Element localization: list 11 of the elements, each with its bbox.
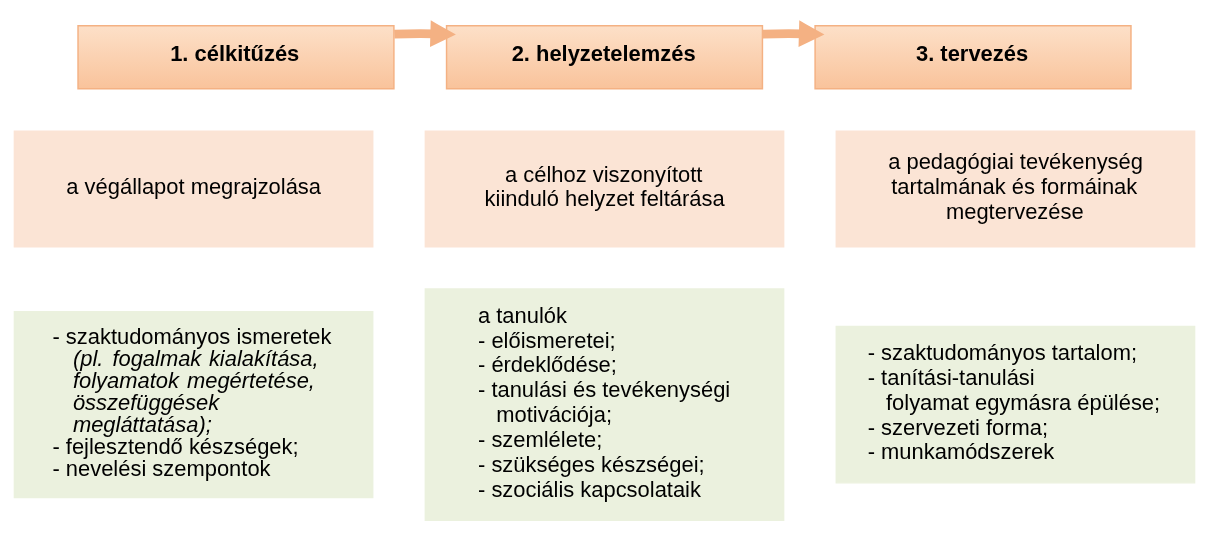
node-box: a célhoz viszonyított kiinduló helyzet feltárása bbox=[424, 129, 785, 247]
node-box: a végállapot megrajzolása bbox=[13, 129, 374, 247]
node-box: 2. helyzetelemzés bbox=[445, 24, 764, 89]
arrow bbox=[394, 19, 456, 47]
node-box: - szaktudományos tartalom; - tanítási-tanulási folyamat egymásra épülése; - szervezeti forma; - munkamódszerek bbox=[835, 325, 1196, 484]
node-box: 3. tervezés bbox=[814, 24, 1132, 89]
node-box: a tanulók - előismeretei; - érdeklődése; - tanulási és tevékenységi motivációja; - szemlélete; - szükséges készségei; - szociális kapcsolataik bbox=[424, 287, 785, 521]
node-box: a pedagógiai tevékenység tartalmának és formáinak megtervezése bbox=[835, 129, 1196, 247]
node-box: 1. célkitűzés bbox=[77, 24, 395, 89]
node-box: - szaktudományos ismeretek (pl. fogalmak kialakítása, folyamatok megértetése, összefüggések megláttatása); - fejlesztendő készségek; - nevelési szempontok bbox=[13, 310, 374, 498]
arrow bbox=[762, 19, 825, 47]
